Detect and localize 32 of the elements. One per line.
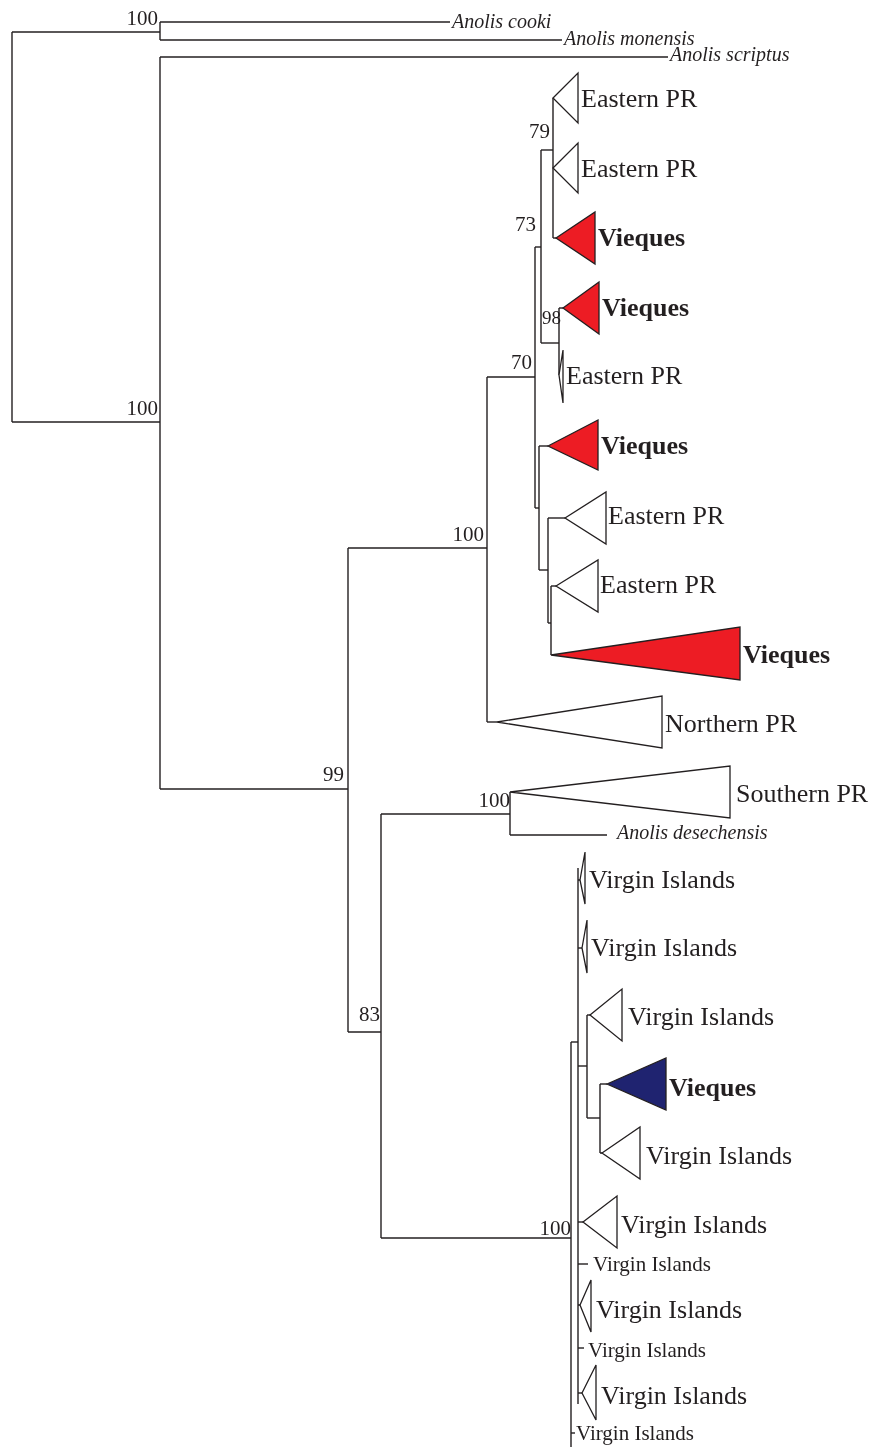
bootstrap-value: 99 xyxy=(323,763,344,785)
bootstrap-value: 79 xyxy=(529,120,550,142)
clade-label: Northern PR xyxy=(665,711,798,737)
bootstrap-value: 83 xyxy=(359,1003,380,1025)
clade-label: Southern PR xyxy=(736,781,869,807)
clade-label: Eastern PR xyxy=(581,86,698,112)
clade-label: Virgin Islands xyxy=(576,1422,694,1444)
bootstrap-value: 73 xyxy=(515,213,536,235)
clade-label: Virgin Islands xyxy=(628,1004,774,1030)
clade-label: Virgin Islands xyxy=(596,1297,742,1323)
clade-label: Vieques xyxy=(601,433,689,459)
clade-label: Eastern PR xyxy=(608,503,725,529)
bootstrap-value: 100 xyxy=(126,7,158,29)
bootstrap-value: 70 xyxy=(511,351,532,373)
species-label: Anolis desechensis xyxy=(617,822,768,842)
clade-label: Virgin Islands xyxy=(646,1143,792,1169)
clade-label: Virgin Islands xyxy=(601,1383,747,1409)
clade-label: Virgin Islands xyxy=(589,867,735,893)
clade-label: Vieques xyxy=(743,642,831,668)
clade-label: Virgin Islands xyxy=(593,1253,711,1275)
clade-label: Eastern PR xyxy=(581,156,698,182)
clade-label: Eastern PR xyxy=(600,572,717,598)
clade-label: Eastern PR xyxy=(566,363,683,389)
clade-label: Virgin Islands xyxy=(621,1212,767,1238)
bootstrap-value: 100 xyxy=(126,397,158,419)
clade-label: Vieques xyxy=(669,1075,757,1101)
clade-label: Virgin Islands xyxy=(588,1339,706,1361)
clade-label: Vieques xyxy=(602,295,690,321)
species-label: Anolis cooki xyxy=(452,11,552,31)
clade-label: Virgin Islands xyxy=(591,935,737,961)
clade-label: Vieques xyxy=(598,225,686,251)
bootstrap-value: 100 xyxy=(452,523,484,545)
